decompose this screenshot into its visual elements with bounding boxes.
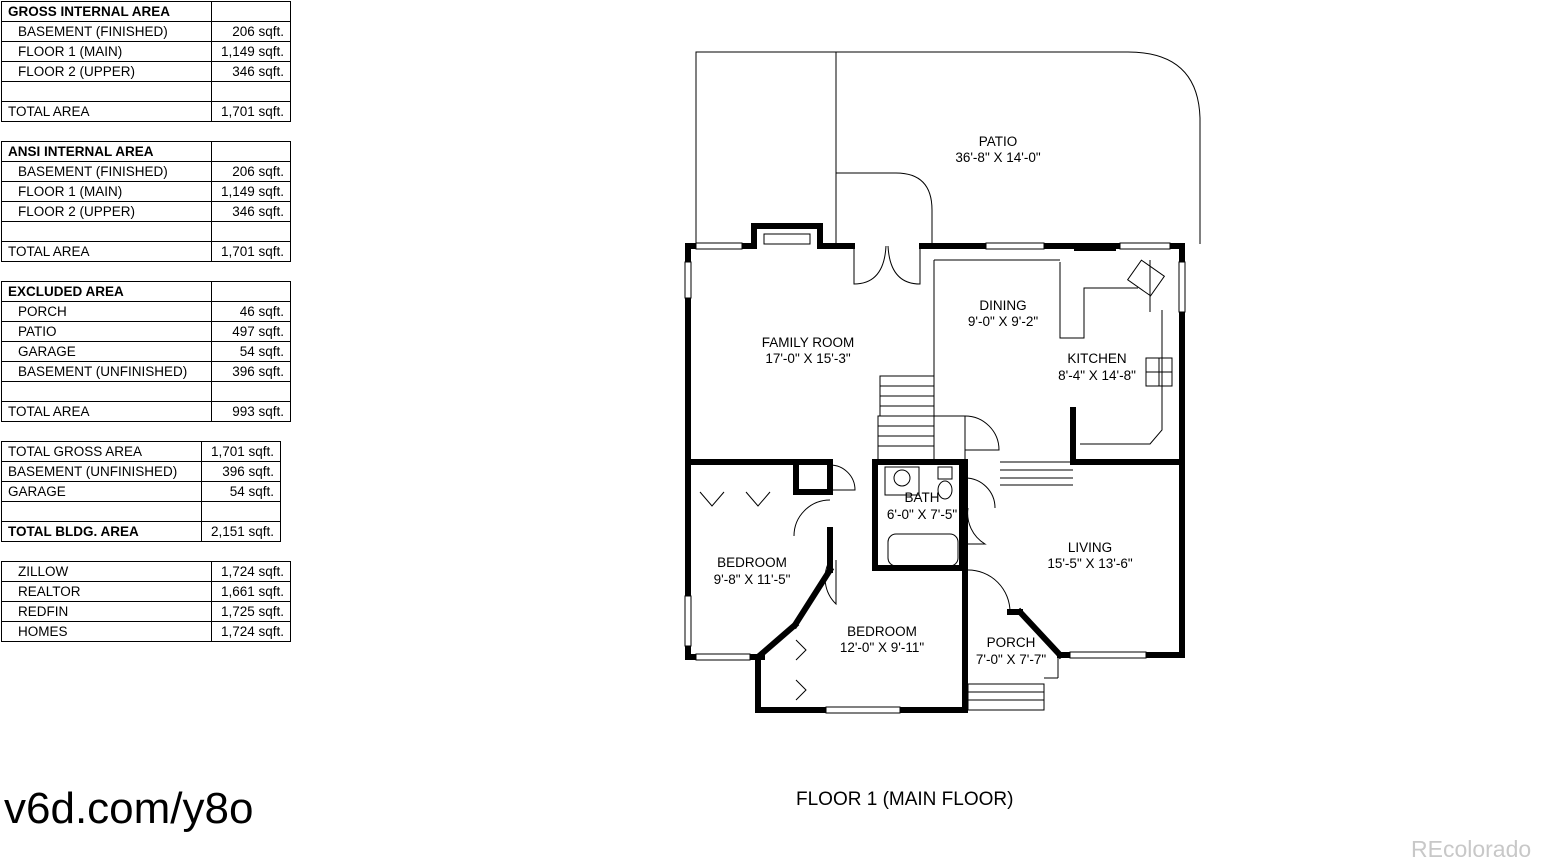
- gross-internal-area-table: GROSS INTERNAL AREA BASEMENT (FINISHED)2…: [1, 1, 291, 122]
- room-dims-bedroom-2: 12'-0" X 9'-11": [840, 640, 924, 655]
- doors: [699, 245, 1073, 701]
- table-row-value: 1,725 sqft.: [211, 601, 291, 622]
- kitchen-counters: [1059, 259, 1173, 445]
- room-dims-patio: 36'-8" X 14'-0": [955, 150, 1040, 165]
- table-row-label: FLOOR 1 (MAIN): [1, 181, 212, 202]
- table-row-value: 1,701 sqft.: [211, 241, 291, 262]
- room-name-living: LIVING: [1068, 540, 1112, 555]
- brand-logo: REcolorado: [1411, 836, 1532, 862]
- room-dims-bath: 6'-0" X 7'-5": [887, 507, 957, 522]
- table-row-label: TOTAL BLDG. AREA: [1, 521, 202, 542]
- watermark-link: v6d.com/y8o: [4, 784, 254, 833]
- room-name-bath: BATH: [904, 490, 939, 505]
- wall-segment-dark: [1074, 243, 1116, 251]
- room-dims-living: 15'-5" X 13'-6": [1047, 556, 1132, 571]
- table-row-label: TOTAL AREA: [1, 401, 212, 422]
- table-row-value: 1,701 sqft.: [201, 441, 281, 462]
- room-dims-porch: 7'-0" X 7'-7": [976, 652, 1046, 667]
- table-row-value: 1,149 sqft.: [211, 181, 291, 202]
- room-dims-family-room: 17'-0" X 15'-3": [765, 351, 850, 366]
- table-row-label: FLOOR 2 (UPPER): [1, 61, 212, 82]
- table-row-label: TOTAL AREA: [1, 101, 212, 122]
- table-row-value: 1,724 sqft.: [211, 621, 291, 642]
- patio-outline: [695, 51, 1201, 245]
- bedroom-partition-diagonal: [790, 565, 835, 630]
- room-name-bedroom-2: BEDROOM: [847, 624, 917, 639]
- room-name-patio: PATIO: [979, 134, 1018, 149]
- patio-alcove: [836, 172, 933, 246]
- table-header: ANSI INTERNAL AREA: [1, 141, 212, 162]
- bedroom-wall-diagonal: [753, 620, 800, 662]
- table-row-value: 1,701 sqft.: [211, 101, 291, 122]
- ansi-internal-area-table: ANSI INTERNAL AREA BASEMENT (FINISHED)20…: [1, 141, 291, 262]
- room-dims-dining: 9'-0" X 9'-2": [968, 314, 1038, 329]
- room-name-family-room: FAMILY ROOM: [762, 335, 855, 350]
- table-row-value: 497 sqft.: [211, 321, 291, 342]
- windows: [684, 242, 1186, 714]
- room-dims-bedroom-1: 9'-8" X 11'-5": [714, 572, 791, 587]
- room-name-bedroom-1: BEDROOM: [717, 555, 787, 570]
- porch-steps: [967, 655, 1059, 711]
- table-row-value: 993 sqft.: [211, 401, 291, 422]
- room-name-kitchen: KITCHEN: [1067, 351, 1126, 366]
- room-dims-kitchen: 8'-4" X 14'-8": [1058, 368, 1136, 383]
- table-row-label: TOTAL AREA: [1, 241, 212, 262]
- room-name-porch: PORCH: [987, 635, 1036, 650]
- table-row-label: PORCH: [1, 301, 212, 322]
- stairs: [877, 375, 966, 463]
- room-name-dining: DINING: [979, 298, 1026, 313]
- table-row-value: 2,151 sqft.: [201, 521, 281, 542]
- table-row-value: 1,149 sqft.: [211, 41, 291, 62]
- table-row-label: BASEMENT (UNFINISHED): [1, 461, 202, 482]
- floor-caption: FLOOR 1 (MAIN FLOOR): [796, 789, 1014, 810]
- table-row-value: 346 sqft.: [211, 61, 291, 82]
- table-row-value: 396 sqft.: [201, 461, 281, 482]
- porch-wall-diagonal: [1015, 607, 1065, 660]
- bath-fixtures: [884, 466, 959, 567]
- fireplace-hearth: [763, 233, 811, 245]
